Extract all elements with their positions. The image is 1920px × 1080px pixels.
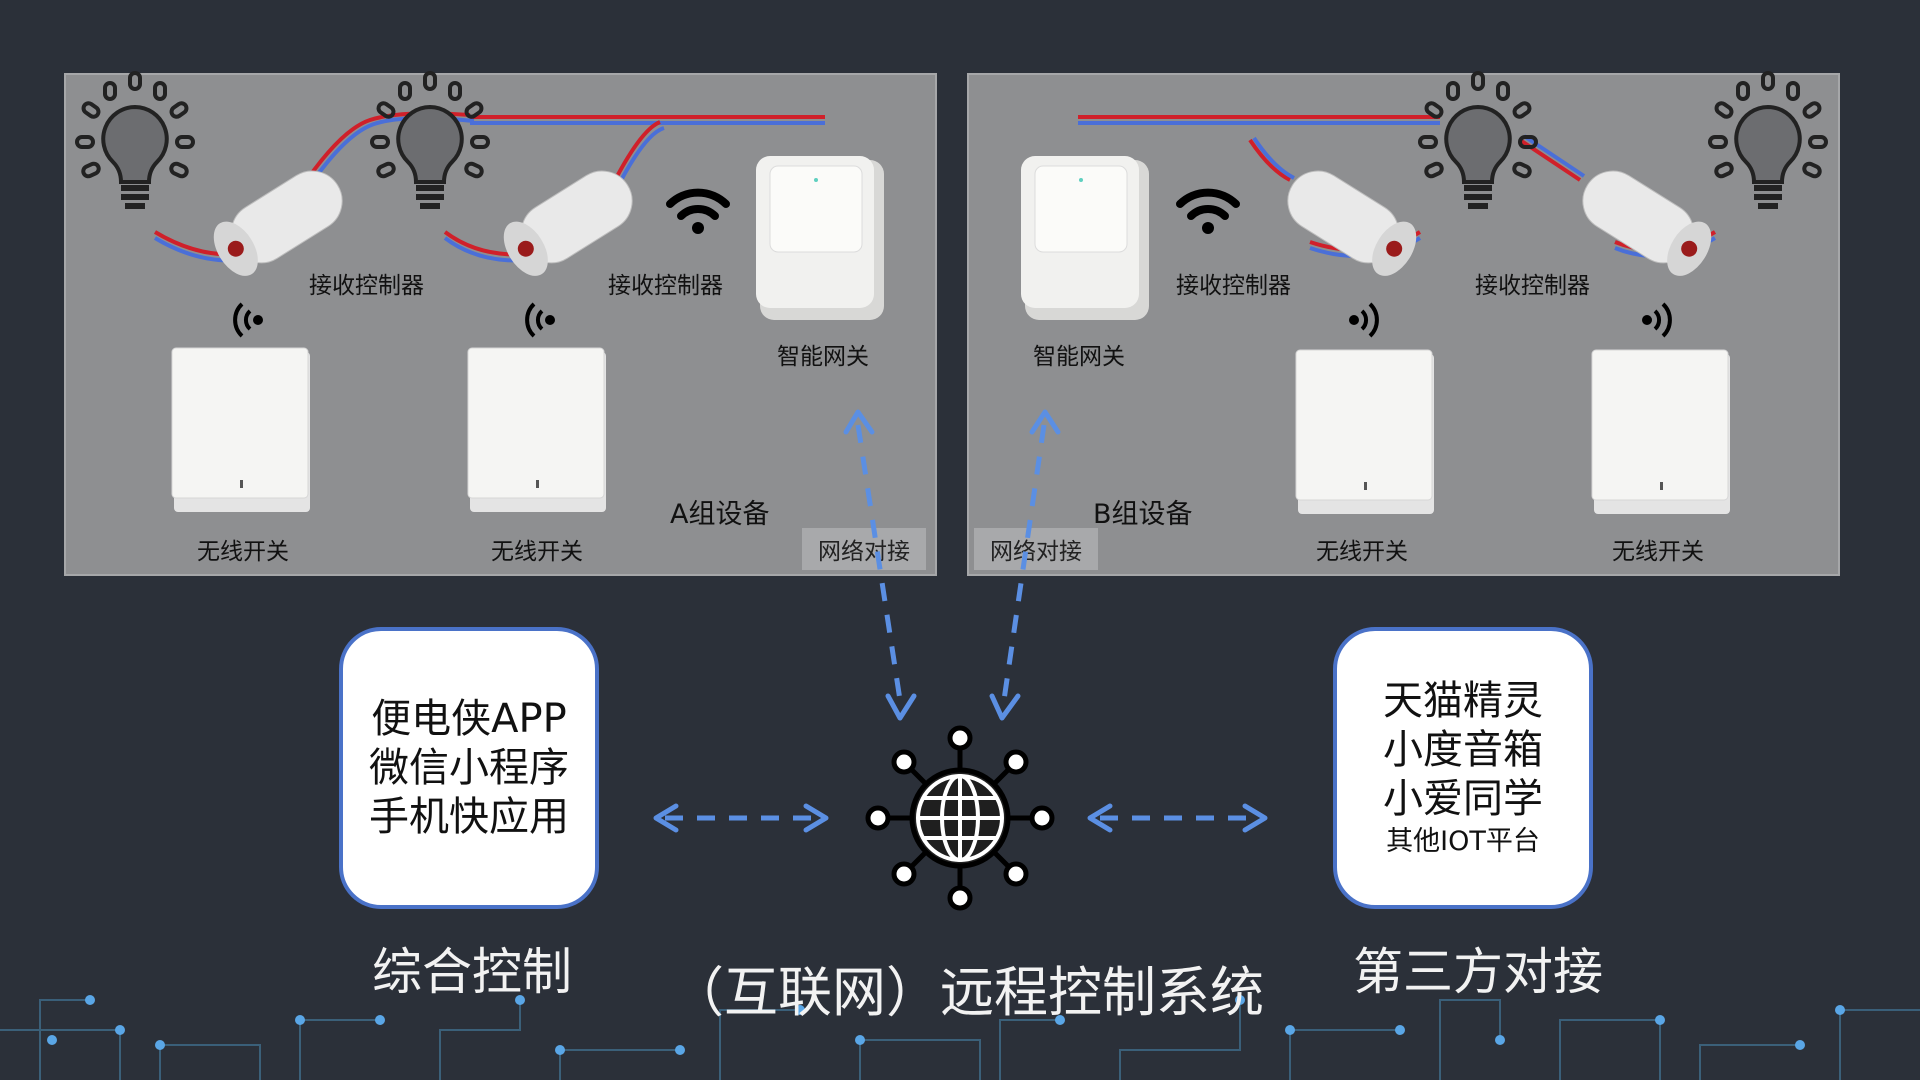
network-tag-b: 网络对接 xyxy=(974,528,1098,570)
gateway-label-b: 智能网关 xyxy=(1033,344,1125,370)
dashed-link-a xyxy=(855,424,903,701)
switch-label-b1: 无线开关 xyxy=(1316,539,1408,565)
dashed-link-b xyxy=(1001,424,1047,701)
receiver-label-b2: 接收控制器 xyxy=(1475,273,1590,299)
group-label-b: B组设备 xyxy=(1093,499,1193,530)
arrow-icon xyxy=(1242,803,1268,833)
arrow-icon xyxy=(989,693,1021,721)
third-party-card: 天猫精灵 小度音箱 小爱同学 其他IOT平台 xyxy=(1333,627,1593,909)
arrow-icon xyxy=(843,409,875,435)
card-line: 微信小程序 xyxy=(369,744,569,791)
arrow-icon xyxy=(885,693,917,721)
switch-label-a1: 无线开关 xyxy=(197,539,289,565)
gateway-label-a: 智能网关 xyxy=(777,344,869,370)
integrated-control-caption: 综合控制 xyxy=(372,943,572,1001)
arrow-icon xyxy=(1087,803,1113,833)
card-line: 小度音箱 xyxy=(1383,726,1543,773)
group-label-a: A组设备 xyxy=(670,499,770,530)
switch-label-b2: 无线开关 xyxy=(1612,539,1704,565)
remote-control-system-caption: （互联网）远程控制系统 xyxy=(670,961,1264,1024)
integrated-control-card: 便电侠APP 微信小程序 手机快应用 xyxy=(339,627,599,909)
card-line: 小爱同学 xyxy=(1383,775,1543,822)
receiver-label-a1: 接收控制器 xyxy=(309,273,424,299)
arrow-icon xyxy=(653,803,679,833)
network-tag-a: 网络对接 xyxy=(802,528,926,570)
card-line: 手机快应用 xyxy=(369,793,569,840)
receiver-label-b1: 接收控制器 xyxy=(1176,273,1291,299)
globe-network-icon xyxy=(865,725,1055,911)
card-line: 天猫精灵 xyxy=(1383,677,1543,724)
card-line-small: 其他IOT平台 xyxy=(1386,825,1540,857)
arrow-icon xyxy=(803,803,829,833)
card-line: 便电侠APP xyxy=(371,695,567,742)
arrow-icon xyxy=(1029,409,1061,435)
third-party-caption: 第三方对接 xyxy=(1353,943,1603,1001)
receiver-label-a2: 接收控制器 xyxy=(608,273,723,299)
switch-label-a2: 无线开关 xyxy=(491,539,583,565)
